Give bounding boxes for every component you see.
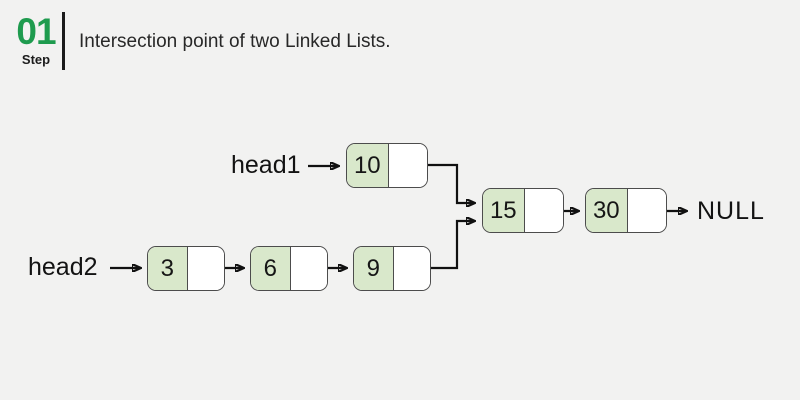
node-6-next-cell	[290, 247, 327, 290]
node-3: 3	[147, 246, 225, 291]
head1-label: head1	[231, 151, 301, 179]
step-label: Step	[21, 52, 51, 67]
node-30-value: 30	[586, 189, 628, 232]
node-30-next-cell	[627, 189, 666, 232]
step-number: 01	[16, 11, 56, 52]
node-10-next-cell	[388, 144, 427, 187]
head2-label: head2	[28, 253, 98, 281]
node-3-value: 3	[148, 247, 188, 290]
null-terminator-label: NULL	[697, 197, 765, 225]
node-10: 10	[346, 143, 428, 188]
node-15: 15	[482, 188, 564, 233]
node-15-next-cell	[524, 189, 563, 232]
node-3-next-cell	[187, 247, 224, 290]
header-divider	[62, 12, 65, 70]
node-10-value: 10	[347, 144, 389, 187]
node-9-value: 9	[354, 247, 394, 290]
page-title: Intersection point of two Linked Lists.	[79, 31, 391, 52]
node-9: 9	[353, 246, 431, 291]
node-15-value: 15	[483, 189, 525, 232]
node-6-value: 6	[251, 247, 291, 290]
node-30: 30	[585, 188, 667, 233]
node-6: 6	[250, 246, 328, 291]
node-9-next-cell	[393, 247, 430, 290]
